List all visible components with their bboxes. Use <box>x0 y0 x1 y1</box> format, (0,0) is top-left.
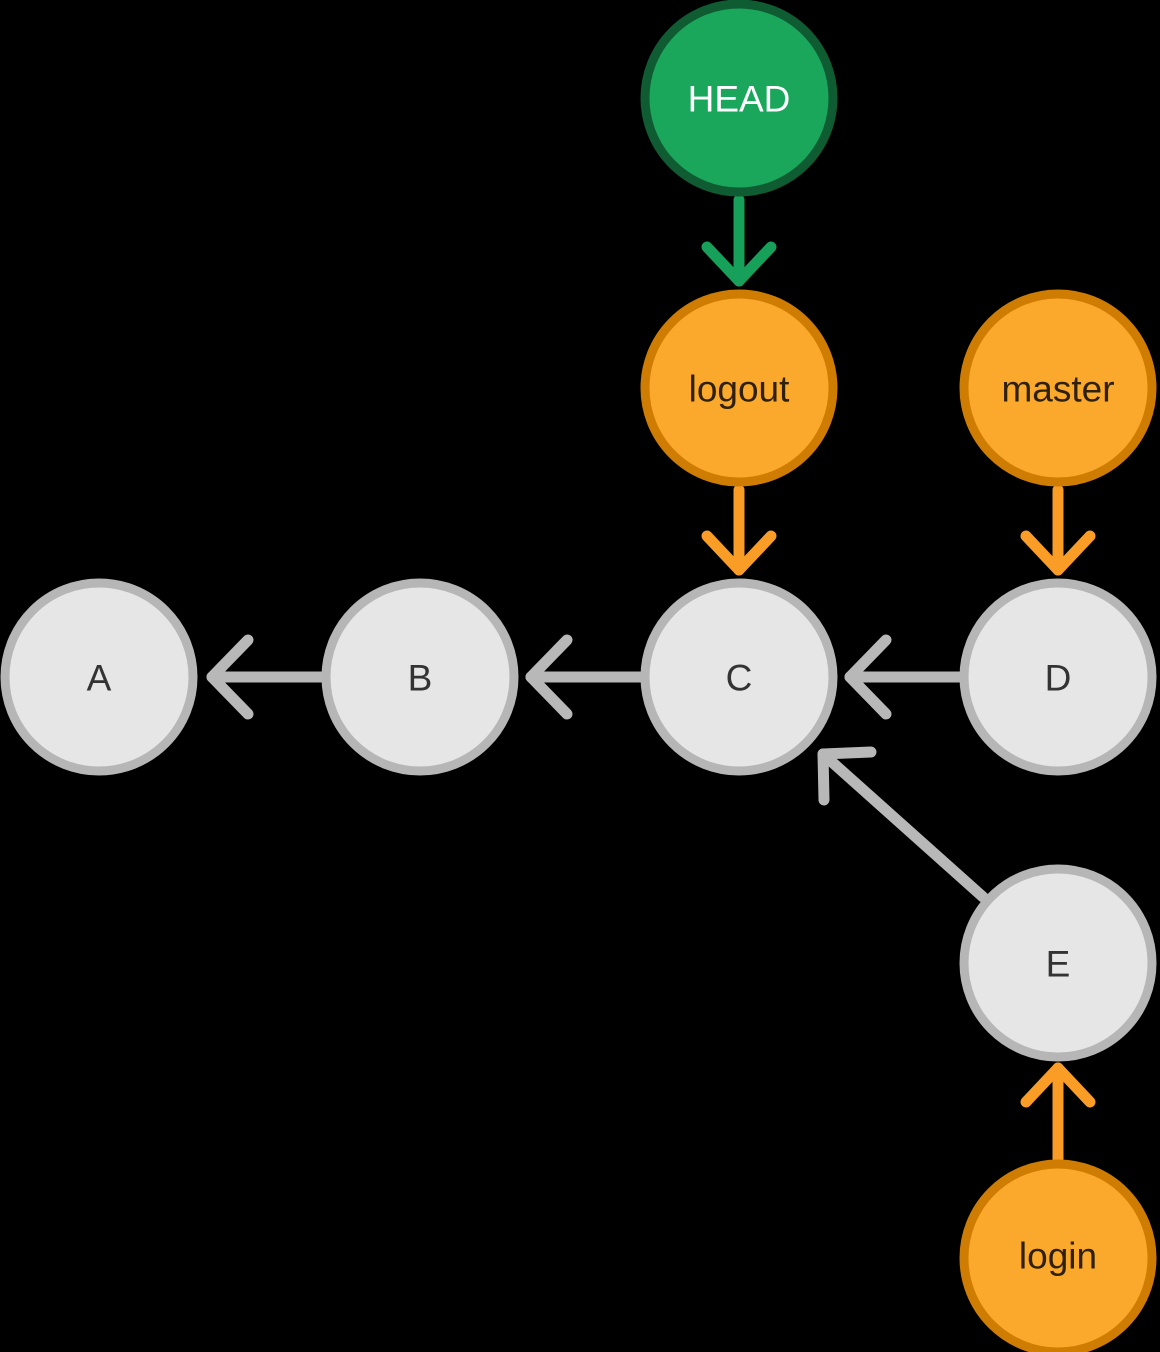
node-logout[interactable]: logout <box>640 289 838 487</box>
edge-login-to-e <box>1020 1062 1096 1166</box>
node-commit-c[interactable]: C <box>640 578 838 776</box>
node-commit-e-circle[interactable] <box>959 864 1157 1062</box>
edge-logout-to-c <box>701 484 777 576</box>
node-master[interactable]: master <box>959 289 1157 487</box>
edge-master-to-d-arrowhead <box>1020 530 1096 576</box>
node-commit-e[interactable]: E <box>959 864 1157 1062</box>
edge-d-to-c <box>844 634 966 720</box>
node-master-circle[interactable] <box>959 289 1157 487</box>
node-login[interactable]: login <box>959 1159 1157 1352</box>
edge-c-to-b-arrowhead <box>525 634 573 720</box>
edge-d-to-c-arrowhead <box>844 634 892 720</box>
node-head[interactable]: HEAD <box>640 0 838 197</box>
node-commit-b[interactable]: B <box>321 578 519 776</box>
edge-e-to-c <box>817 746 989 903</box>
edge-head-to-logout <box>701 194 777 287</box>
node-commit-b-circle[interactable] <box>321 578 519 776</box>
node-commit-a-circle[interactable] <box>0 578 198 776</box>
edge-b-to-a <box>206 634 328 720</box>
node-commit-c-circle[interactable] <box>640 578 838 776</box>
node-logout-circle[interactable] <box>640 289 838 487</box>
edge-master-to-d <box>1020 484 1096 576</box>
node-commit-d[interactable]: D <box>959 578 1157 776</box>
edge-c-to-b <box>525 634 647 720</box>
edge-e-to-c-arrowhead <box>817 746 877 806</box>
edge-head-to-logout-arrowhead <box>701 241 777 287</box>
edge-b-to-a-arrowhead <box>206 634 254 720</box>
edge-logout-to-c-arrowhead <box>701 530 777 576</box>
edge-login-to-e-arrowhead <box>1020 1062 1096 1108</box>
node-commit-d-circle[interactable] <box>959 578 1157 776</box>
edge-e-to-c-line <box>817 748 989 903</box>
node-head-circle[interactable] <box>640 0 838 197</box>
node-login-circle[interactable] <box>959 1159 1157 1352</box>
node-commit-a[interactable]: A <box>0 578 198 776</box>
